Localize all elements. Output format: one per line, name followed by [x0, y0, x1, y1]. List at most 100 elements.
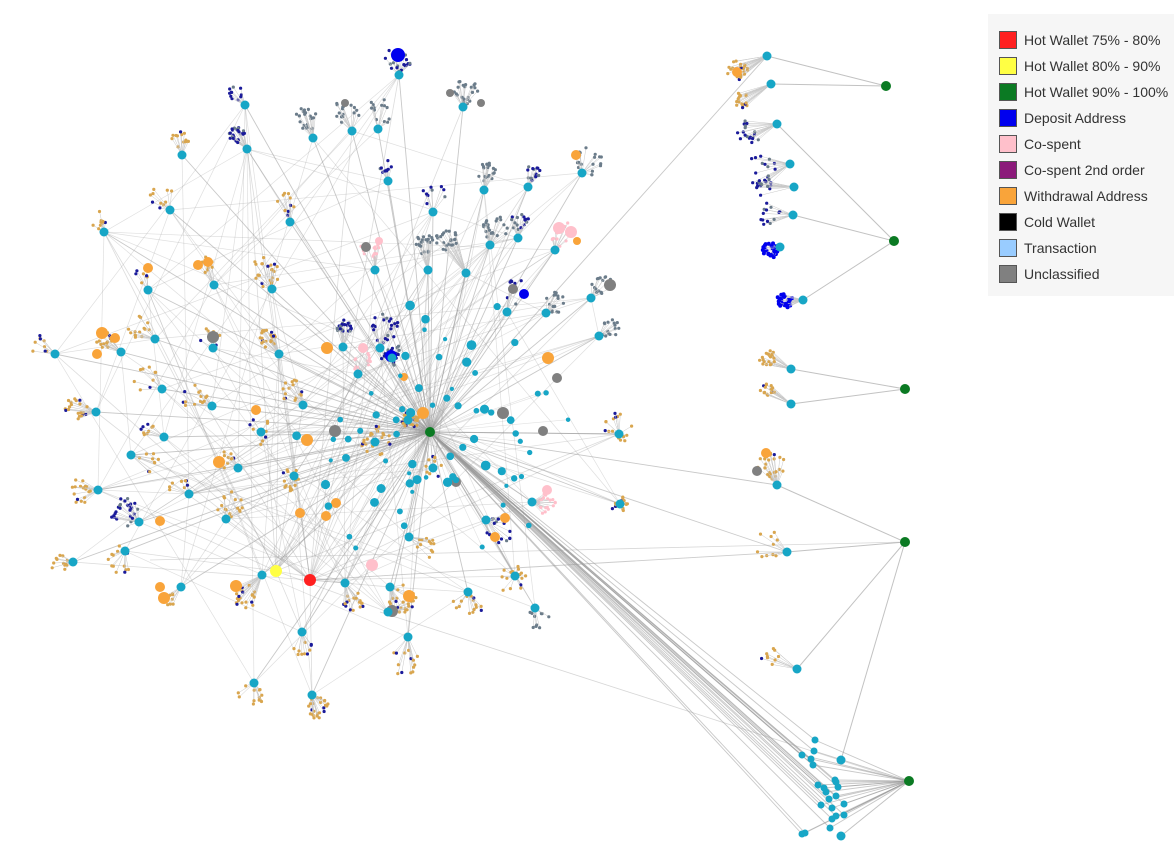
- graph-edge: [429, 431, 845, 816]
- address-leaf-node: [768, 221, 772, 225]
- transaction-node: [461, 268, 471, 278]
- address-leaf-node: [297, 114, 301, 118]
- graph-edge: [374, 269, 516, 577]
- address-leaf-node: [603, 429, 607, 433]
- graph-edge: [180, 493, 190, 588]
- graph-edge: [260, 335, 600, 433]
- address-leaf-node: [767, 360, 771, 364]
- graph-edge: [180, 244, 491, 588]
- address-leaf-node: [134, 272, 138, 276]
- transaction-node: [510, 475, 518, 482]
- address-leaf-node: [454, 606, 458, 610]
- address-leaf-node: [774, 554, 778, 558]
- address-leaf-node: [768, 349, 772, 353]
- graph-edge: [147, 289, 431, 433]
- leaf-edge: [236, 574, 263, 605]
- address-leaf-node: [453, 237, 457, 241]
- address-leaf-node: [401, 421, 405, 425]
- address-leaf-node: [286, 469, 290, 474]
- address-leaf-node: [300, 390, 304, 394]
- address-leaf-node: [299, 107, 303, 111]
- address-leaf-node: [263, 345, 267, 349]
- transaction-node: [466, 340, 477, 351]
- address-leaf-node: [257, 698, 261, 702]
- leaf-edge: [489, 217, 501, 246]
- transaction-node: [134, 517, 144, 527]
- graph-edge: [425, 319, 431, 433]
- transaction-node: [510, 571, 520, 581]
- address-leaf-node: [299, 393, 303, 397]
- transaction-node: [383, 458, 389, 464]
- address-leaf-node: [288, 203, 293, 207]
- graph-edge: [138, 249, 556, 523]
- address-leaf-node: [371, 323, 375, 327]
- address-leaf-node: [551, 304, 555, 309]
- graph-edge: [429, 431, 448, 483]
- address-leaf-node: [276, 199, 280, 203]
- address-leaf-node: [231, 85, 235, 89]
- transaction-node: [393, 430, 400, 438]
- address-leaf-node: [283, 392, 287, 396]
- leaf-edge: [741, 83, 772, 105]
- address-leaf-node: [111, 553, 115, 557]
- address-leaf-node: [33, 340, 37, 344]
- transaction-node: [814, 781, 822, 789]
- graph-edge: [429, 410, 477, 433]
- graph-edge: [302, 404, 431, 433]
- graph-edge: [301, 419, 409, 633]
- leaf-edge: [184, 391, 213, 407]
- graph-edge: [225, 501, 533, 520]
- address-leaf-node: [538, 626, 542, 630]
- graph-edge: [408, 431, 431, 538]
- graph-edge: [180, 518, 227, 588]
- legend-item: Co-spent: [999, 131, 1174, 157]
- transaction-node: [831, 776, 839, 784]
- leaf-edge: [245, 574, 263, 603]
- graph-edge: [389, 431, 431, 588]
- transaction-node: [826, 824, 834, 832]
- address-leaf-node: [442, 231, 446, 235]
- address-leaf-node: [237, 695, 241, 699]
- address-leaf-node: [291, 383, 295, 387]
- leaf-edge: [416, 244, 429, 271]
- leaf-edge: [336, 103, 353, 132]
- address-node: [490, 532, 500, 542]
- address-leaf-node: [264, 435, 268, 439]
- address-leaf-node: [362, 440, 366, 444]
- graph-edge: [429, 431, 522, 477]
- graph-edge: [432, 272, 467, 469]
- graph-edge: [302, 404, 621, 505]
- address-leaf-node: [306, 107, 310, 111]
- address-leaf-node: [479, 608, 483, 613]
- legend-label: Cold Wallet: [1024, 214, 1096, 230]
- address-leaf-node: [371, 103, 375, 107]
- transaction-node: [209, 280, 219, 290]
- address-node: [417, 407, 429, 419]
- address-leaf-node: [114, 570, 118, 574]
- address-leaf-node: [456, 85, 460, 89]
- address-leaf-node: [539, 505, 543, 510]
- address-leaf-node: [528, 610, 532, 615]
- graph-edge: [429, 398, 448, 433]
- address-leaf-node: [761, 251, 766, 256]
- address-node: [375, 237, 383, 245]
- address-leaf-node: [551, 498, 555, 502]
- address-leaf-node: [153, 370, 157, 374]
- graph-edge: [225, 518, 311, 581]
- red-square-icon: [999, 31, 1017, 49]
- transaction-node: [373, 124, 383, 134]
- graph-edge: [188, 441, 376, 495]
- graph-edge: [429, 431, 816, 741]
- graph-edge: [95, 209, 171, 413]
- address-leaf-node: [343, 602, 347, 606]
- orange-square-icon: [999, 187, 1017, 205]
- transaction-node: [473, 407, 480, 414]
- address-leaf-node: [763, 385, 767, 389]
- address-leaf-node: [510, 215, 514, 219]
- transaction-node: [614, 429, 624, 439]
- transaction-node: [832, 792, 840, 800]
- leaf-edge: [308, 109, 314, 139]
- address-leaf-node: [123, 499, 127, 503]
- address-leaf-node: [322, 709, 326, 714]
- address-leaf-node: [767, 178, 771, 182]
